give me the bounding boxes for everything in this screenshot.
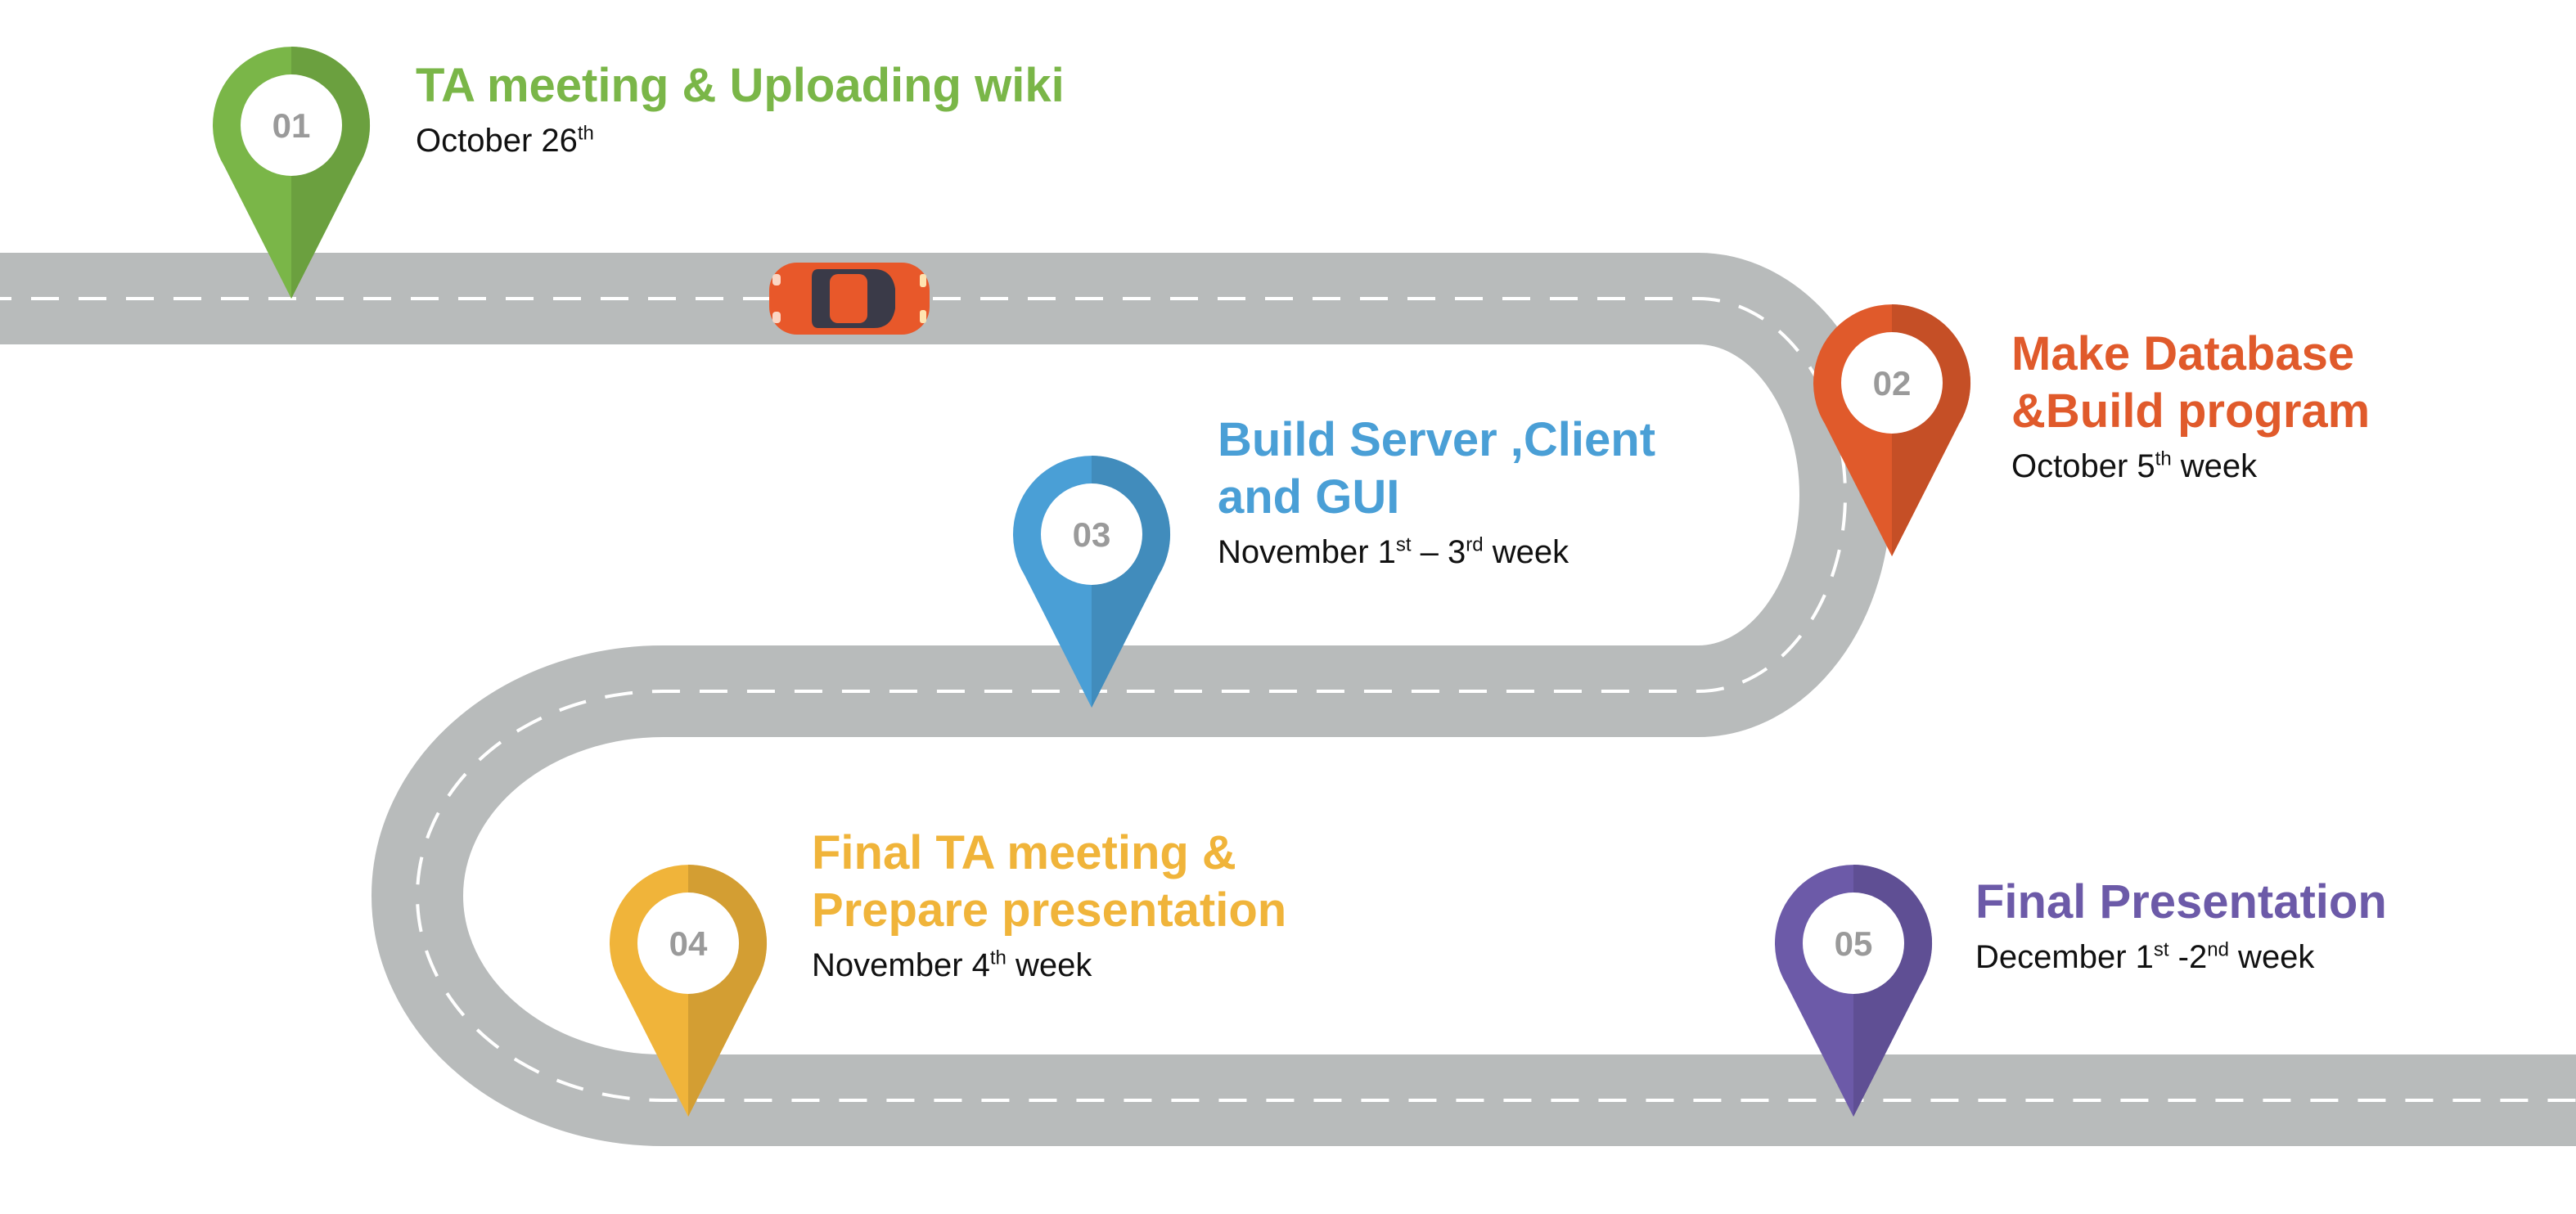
milestone-5-date-part: December 1 <box>1975 939 2154 975</box>
milestone-4-text: Final TA meeting & Prepare presentation … <box>812 825 1286 985</box>
milestone-1-date-part: th <box>577 122 594 145</box>
milestone-3-date-part: rd <box>1466 533 1484 556</box>
milestone-3-date-part: st <box>1395 533 1412 556</box>
road-lane-markings <box>0 297 2576 1102</box>
milestone-4-pin-icon: 04 <box>610 865 768 1117</box>
milestone-3-title: Build Server ,Client and GUI <box>1218 411 1655 526</box>
milestone-5-pin-icon: 05 <box>1775 865 1933 1117</box>
milestone-1-date: October 26th <box>416 121 1065 160</box>
milestone-2-date-part: week <box>2171 448 2258 484</box>
milestone-3-date-part: – 3 <box>1411 534 1466 570</box>
milestone-3-date-part: November 1 <box>1218 534 1396 570</box>
milestone-1-pin-icon: 01 <box>213 46 371 299</box>
milestone-5-number: 05 <box>1835 924 1873 963</box>
milestone-4-date: November 4th week <box>812 946 1286 985</box>
milestone-5-date-part: st <box>2153 938 2169 961</box>
milestone-4-title-line-2: Prepare presentation <box>812 884 1287 937</box>
milestone-2-title-line-1: Make Database <box>2011 327 2355 380</box>
milestone-4-date-part: week <box>1006 947 1092 983</box>
milestone-5-date: December 1st -2nd week <box>1975 937 2387 977</box>
milestone-2-pin-icon: 02 <box>1813 304 1971 556</box>
milestone-1-text: TA meeting & Uploading wiki October 26th <box>416 57 1065 160</box>
milestone-3-text: Build Server ,Client and GUI November 1s… <box>1218 411 1655 572</box>
milestone-2-date-part: October 5 <box>2011 448 2155 484</box>
milestone-5-title-line-1: Final Presentation <box>1975 875 2387 928</box>
milestone-2-date: October 5th week <box>2011 447 2370 486</box>
milestone-2-number: 02 <box>1873 364 1912 402</box>
milestone-4-date-part: th <box>989 946 1007 969</box>
milestone-2-title: Make Database &Build program <box>2011 326 2370 440</box>
milestone-2-date-part: th <box>2155 447 2172 470</box>
milestone-1-date-part: October 26 <box>416 123 578 159</box>
milestone-1-number: 01 <box>272 106 311 145</box>
milestone-5-text: Final Presentation December 1st -2nd wee… <box>1975 874 2387 977</box>
milestone-5-title: Final Presentation <box>1975 874 2387 931</box>
milestone-3-pin-icon: 03 <box>1013 456 1171 708</box>
milestone-1-title-line-1: TA meeting & Uploading wiki <box>416 59 1065 112</box>
milestone-4-title: Final TA meeting & Prepare presentation <box>812 825 1286 939</box>
milestone-2-title-line-2: &Build program <box>2011 384 2371 438</box>
milestone-3-date-part: week <box>1483 534 1569 570</box>
milestone-5-date-part: nd <box>2207 938 2229 961</box>
milestone-3-title-line-1: Build Server ,Client <box>1218 413 1656 466</box>
milestone-3-number: 03 <box>1073 515 1111 554</box>
milestone-5-date-part: week <box>2228 939 2315 975</box>
milestone-4-date-part: November 4 <box>812 947 990 983</box>
milestone-5-date-part: -2 <box>2168 939 2208 975</box>
milestone-4-title-line-1: Final TA meeting & <box>812 826 1236 879</box>
milestone-4-number: 04 <box>669 924 708 963</box>
milestone-3-date: November 1st – 3rd week <box>1218 533 1655 572</box>
milestone-1-title: TA meeting & Uploading wiki <box>416 57 1065 115</box>
milestone-3-title-line-2: and GUI <box>1218 470 1400 524</box>
milestone-2-text: Make Database &Build program October 5th… <box>2011 326 2370 486</box>
car-icon <box>769 263 930 335</box>
